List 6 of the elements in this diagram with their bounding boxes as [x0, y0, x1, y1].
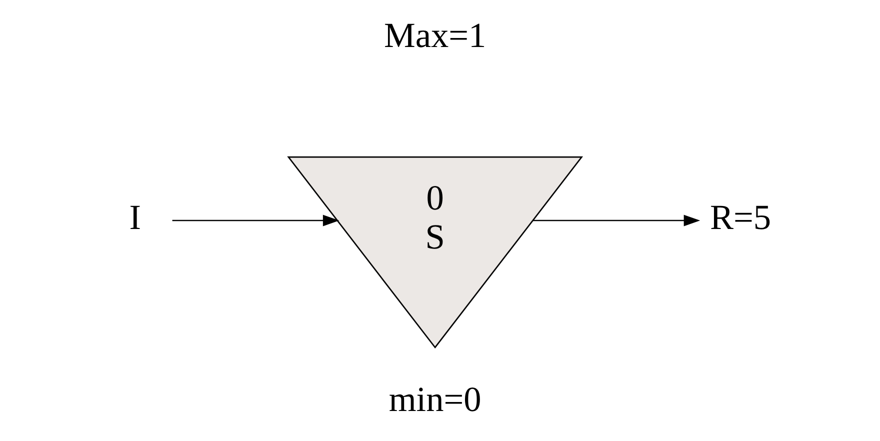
node-text: R=5	[709, 198, 771, 238]
arrow	[172, 214, 339, 226]
node-label: Max=1	[383, 16, 486, 56]
node-label: min=0	[388, 380, 481, 419]
node-text: I	[128, 198, 140, 238]
arrow	[532, 214, 700, 226]
